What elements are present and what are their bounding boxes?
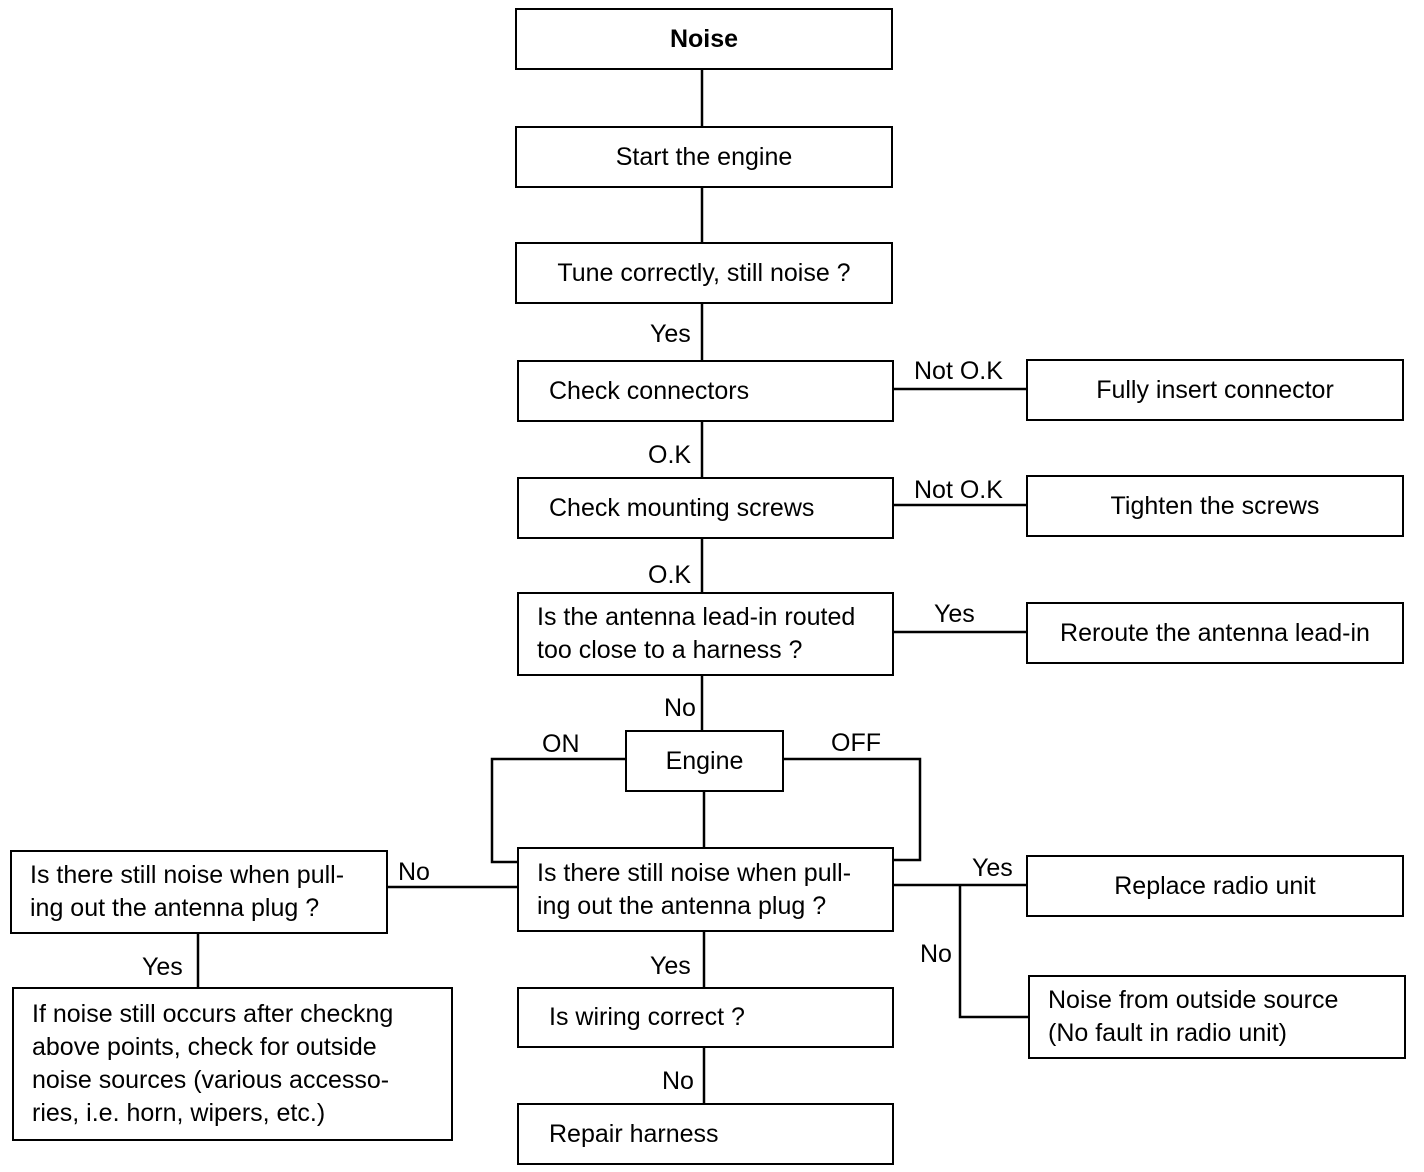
replace-radio-unit-node: Replace radio unit [1026,855,1404,917]
noise-node: Noise [515,8,893,70]
label-tune-yes: Yes [650,320,691,348]
label-screws-ok: O.K [648,561,692,589]
reroute-antenna-node: Reroute the antenna lead-in [1026,602,1404,664]
edge-main-outside [958,885,1028,1019]
antenna-routed-node: Is the antenna lead-in routed too close … [517,592,894,676]
label-screws-not-ok: Not O.K [914,476,1003,504]
edge-engine-on [490,757,625,864]
start-engine-node: Start the engine [515,126,893,188]
fully-insert-connector-node: Fully insert connector [1026,359,1404,421]
label-main-yes-right: Yes [972,854,1013,882]
label-main-no-left: No [398,858,430,886]
still-noise-main-node: Is there still noise when pull- ing out … [517,847,894,932]
engine-node: Engine [625,730,784,792]
tune-correctly-node: Tune correctly, still noise ? [515,242,893,304]
label-connectors-ok: O.K [648,441,692,469]
label-antenna-yes: Yes [934,600,975,628]
label-left-yes: Yes [142,953,183,981]
tighten-screws-node: Tighten the screws [1026,475,1404,537]
outside-check-node: If noise still occurs after checkng abov… [12,987,453,1141]
label-main-no-right: No [920,940,952,968]
label-engine-on: ON [542,730,580,758]
check-connectors-node: Check connectors [517,360,894,422]
repair-harness-node: Repair harness [517,1103,894,1165]
wiring-correct-node: Is wiring correct ? [517,987,894,1048]
label-antenna-no: No [664,694,696,722]
label-main-yes-down: Yes [650,952,691,980]
check-mounting-screws-node: Check mounting screws [517,477,894,539]
label-wiring-no: No [662,1067,694,1095]
label-engine-off: OFF [831,729,881,757]
still-noise-left-node: Is there still noise when pull- ing out … [10,850,388,934]
outside-source-node: Noise from outside source (No fault in r… [1028,975,1406,1059]
edge-engine-off [783,757,922,862]
label-connectors-not-ok: Not O.K [914,357,1003,385]
